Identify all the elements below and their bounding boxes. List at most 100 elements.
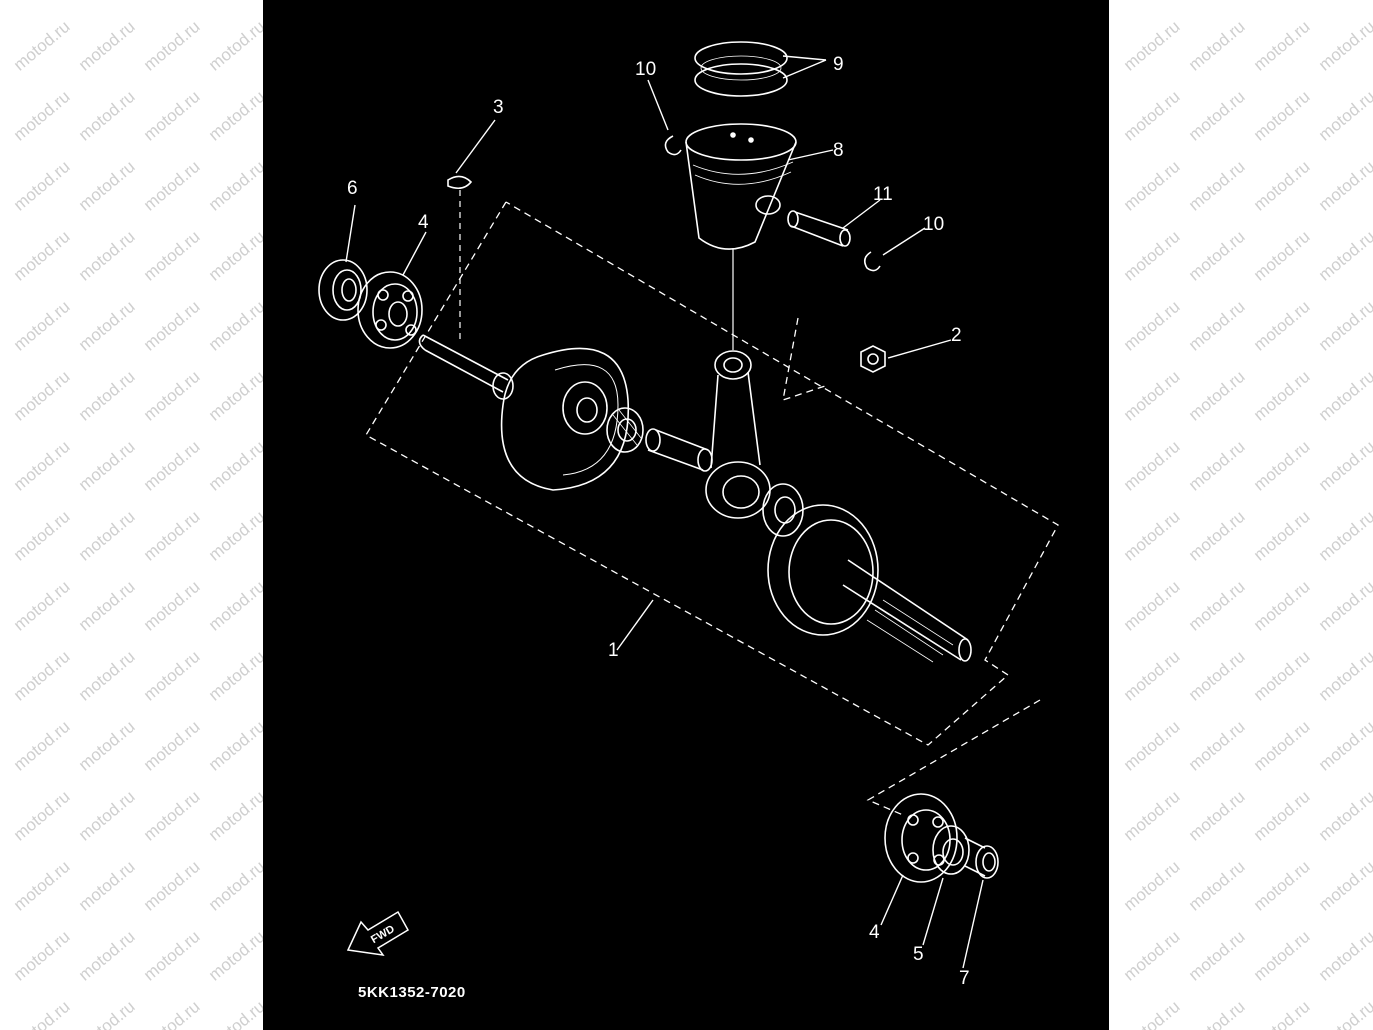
watermark-text: motod.ru (75, 506, 139, 565)
callout-10-upper: 10 (635, 59, 657, 80)
callout-4-upper: 4 (418, 212, 429, 233)
watermark-text: motod.ru (1185, 506, 1249, 565)
watermark-text: motod.ru (1120, 156, 1184, 215)
needle-bearing (606, 407, 644, 453)
watermark-text: motod.ru (75, 576, 139, 635)
watermark-text: motod.ru (205, 226, 269, 285)
diagram-panel: FWD 1 2 3 4 4 5 6 7 8 9 10 10 11 5KK1352… (263, 0, 1109, 1030)
thrust-washer (762, 483, 804, 537)
watermark-text: motod.ru (75, 436, 139, 495)
watermark-text: motod.ru (1250, 646, 1314, 705)
callout-11: 11 (873, 184, 893, 205)
crank-pin (645, 428, 713, 472)
watermark-text: motod.ru (75, 926, 139, 985)
watermark-text: motod.ru (205, 786, 269, 845)
callout-7: 7 (959, 968, 970, 989)
callout-9: 9 (833, 54, 844, 75)
connecting-rod (705, 248, 771, 519)
watermark-text: motod.ru (205, 856, 269, 915)
watermark-text: motod.ru (10, 926, 74, 985)
watermark-text: motod.ru (1250, 436, 1314, 495)
leader-lines (345, 55, 984, 969)
watermark-text: motod.ru (1250, 716, 1314, 775)
watermark-text: motod.ru (75, 716, 139, 775)
watermark-text: motod.ru (140, 926, 204, 985)
watermark-text: motod.ru (205, 16, 269, 75)
watermark-text: motod.ru (1250, 996, 1314, 1030)
watermark-text: motod.ru (1120, 716, 1184, 775)
watermark-text: motod.ru (140, 156, 204, 215)
watermark-text: motod.ru (140, 436, 204, 495)
crankshaft-right-half (767, 504, 972, 663)
watermark-text: motod.ru (75, 16, 139, 75)
lower-guide (866, 699, 1041, 816)
watermark-text: motod.ru (1250, 926, 1314, 985)
watermark-text: motod.ru (75, 646, 139, 705)
callout-6: 6 (347, 178, 358, 199)
watermark-text: motod.ru (1250, 856, 1314, 915)
watermark-text: motod.ru (205, 716, 269, 775)
watermark-text: motod.ru (140, 576, 204, 635)
callout-4-lower: 4 (869, 922, 880, 943)
callout-5: 5 (913, 944, 924, 965)
watermark-text: motod.ru (75, 296, 139, 355)
watermark-text: motod.ru (205, 646, 269, 705)
watermark-text: motod.ru (1120, 16, 1184, 75)
watermark-text: motod.ru (205, 996, 269, 1030)
watermark-text: motod.ru (1185, 716, 1249, 775)
watermark-text: motod.ru (205, 366, 269, 425)
watermark-text: motod.ru (75, 856, 139, 915)
watermark-text: motod.ru (140, 996, 204, 1030)
circlip-right (863, 251, 881, 272)
watermark-text: motod.ru (1120, 646, 1184, 705)
watermark-text: motod.ru (1315, 716, 1373, 775)
oil-seal-right (932, 825, 970, 875)
watermark-text: motod.ru (205, 436, 269, 495)
circlip-upper (664, 135, 682, 156)
watermark-text: motod.ru (1250, 156, 1314, 215)
watermark-text: motod.ru (1250, 296, 1314, 355)
woodruff-key (447, 175, 473, 190)
watermark-text: motod.ru (140, 86, 204, 145)
crankshaft-left-half (418, 334, 630, 491)
watermark-text: motod.ru (75, 226, 139, 285)
callout-10-right: 10 (923, 214, 945, 235)
watermark-text: motod.ru (1315, 786, 1373, 845)
piston-rings (694, 41, 788, 97)
watermark-text: motod.ru (10, 16, 74, 75)
watermark-text: motod.ru (10, 86, 74, 145)
watermark-text: motod.ru (140, 786, 204, 845)
watermark-text: motod.ru (1185, 156, 1249, 215)
watermark-text: motod.ru (1250, 226, 1314, 285)
watermark-text: motod.ru (10, 226, 74, 285)
watermark-text: motod.ru (1250, 576, 1314, 635)
watermark-text: motod.ru (1315, 856, 1373, 915)
watermark-text: motod.ru (10, 996, 74, 1030)
watermark-text: motod.ru (10, 296, 74, 355)
watermark-text: motod.ru (205, 926, 269, 985)
watermark-text: motod.ru (1185, 926, 1249, 985)
watermark-text: motod.ru (10, 366, 74, 425)
watermark-text: motod.ru (1185, 786, 1249, 845)
watermark-text: motod.ru (1185, 16, 1249, 75)
watermark-text: motod.ru (1120, 296, 1184, 355)
watermark-text: motod.ru (1250, 506, 1314, 565)
callout-1: 1 (608, 640, 619, 661)
watermark-text: motod.ru (1250, 366, 1314, 425)
callout-3: 3 (493, 97, 504, 118)
watermark-text: motod.ru (1315, 366, 1373, 425)
watermark-text: motod.ru (1315, 646, 1373, 705)
watermark-text: motod.ru (1185, 86, 1249, 145)
watermark-text: motod.ru (140, 716, 204, 775)
watermark-text: motod.ru (205, 296, 269, 355)
watermark-text: motod.ru (1120, 576, 1184, 635)
watermark-text: motod.ru (1185, 646, 1249, 705)
oil-seal-left (318, 259, 368, 321)
watermark-text: motod.ru (1185, 996, 1249, 1030)
watermark-text: motod.ru (10, 436, 74, 495)
watermark-text: motod.ru (140, 646, 204, 705)
watermark-text: motod.ru (1250, 86, 1314, 145)
watermark-text: motod.ru (75, 156, 139, 215)
assembly-boundary (365, 201, 1059, 746)
callout-2: 2 (951, 325, 962, 346)
